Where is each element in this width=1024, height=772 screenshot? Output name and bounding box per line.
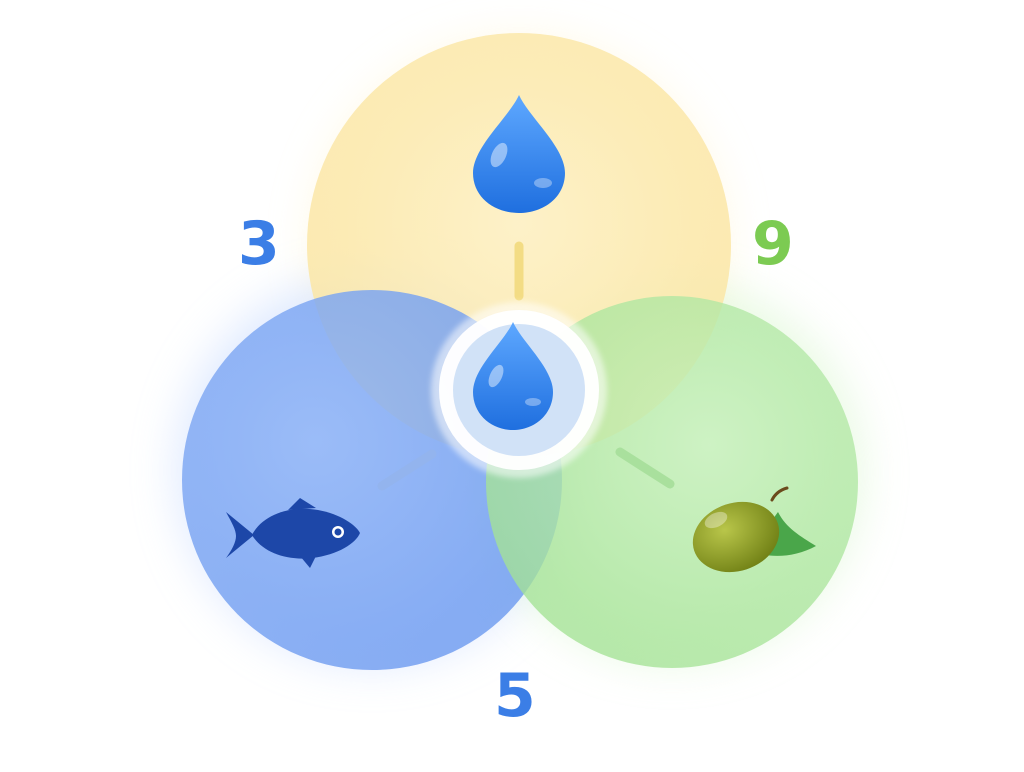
bottom-count-label: 5 [494,661,536,731]
olive-icon [692,486,816,573]
connector-left [377,449,437,491]
left-count-label: 3 [238,209,280,279]
connector-right [615,447,675,489]
water-drop-icon [473,95,565,213]
fish-icon [226,498,360,568]
water-drop-icon [473,322,553,430]
right-count-label: 9 [752,209,794,279]
